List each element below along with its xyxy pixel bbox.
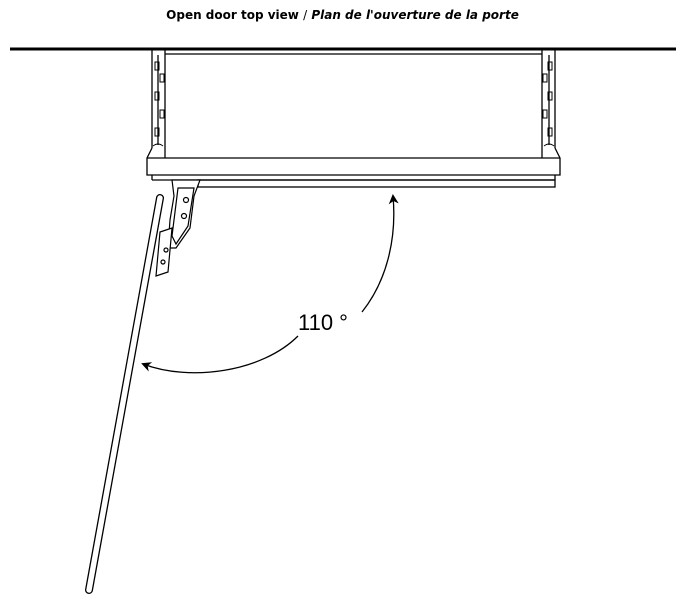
title-separator: / <box>303 8 308 22</box>
diagram-title: Open door top view / Plan de l'ouverture… <box>0 8 685 22</box>
angle-arc-upper <box>361 194 399 313</box>
cabinet-body <box>146 50 561 188</box>
door-panel <box>85 194 164 594</box>
hinge <box>155 179 201 277</box>
angle-label: 110 ° <box>298 310 348 335</box>
cabinet-side-details <box>152 61 555 147</box>
title-english: Open door top view <box>166 8 299 22</box>
angle-arc <box>141 335 299 374</box>
title-french: Plan de l'ouverture de la porte <box>311 8 519 22</box>
